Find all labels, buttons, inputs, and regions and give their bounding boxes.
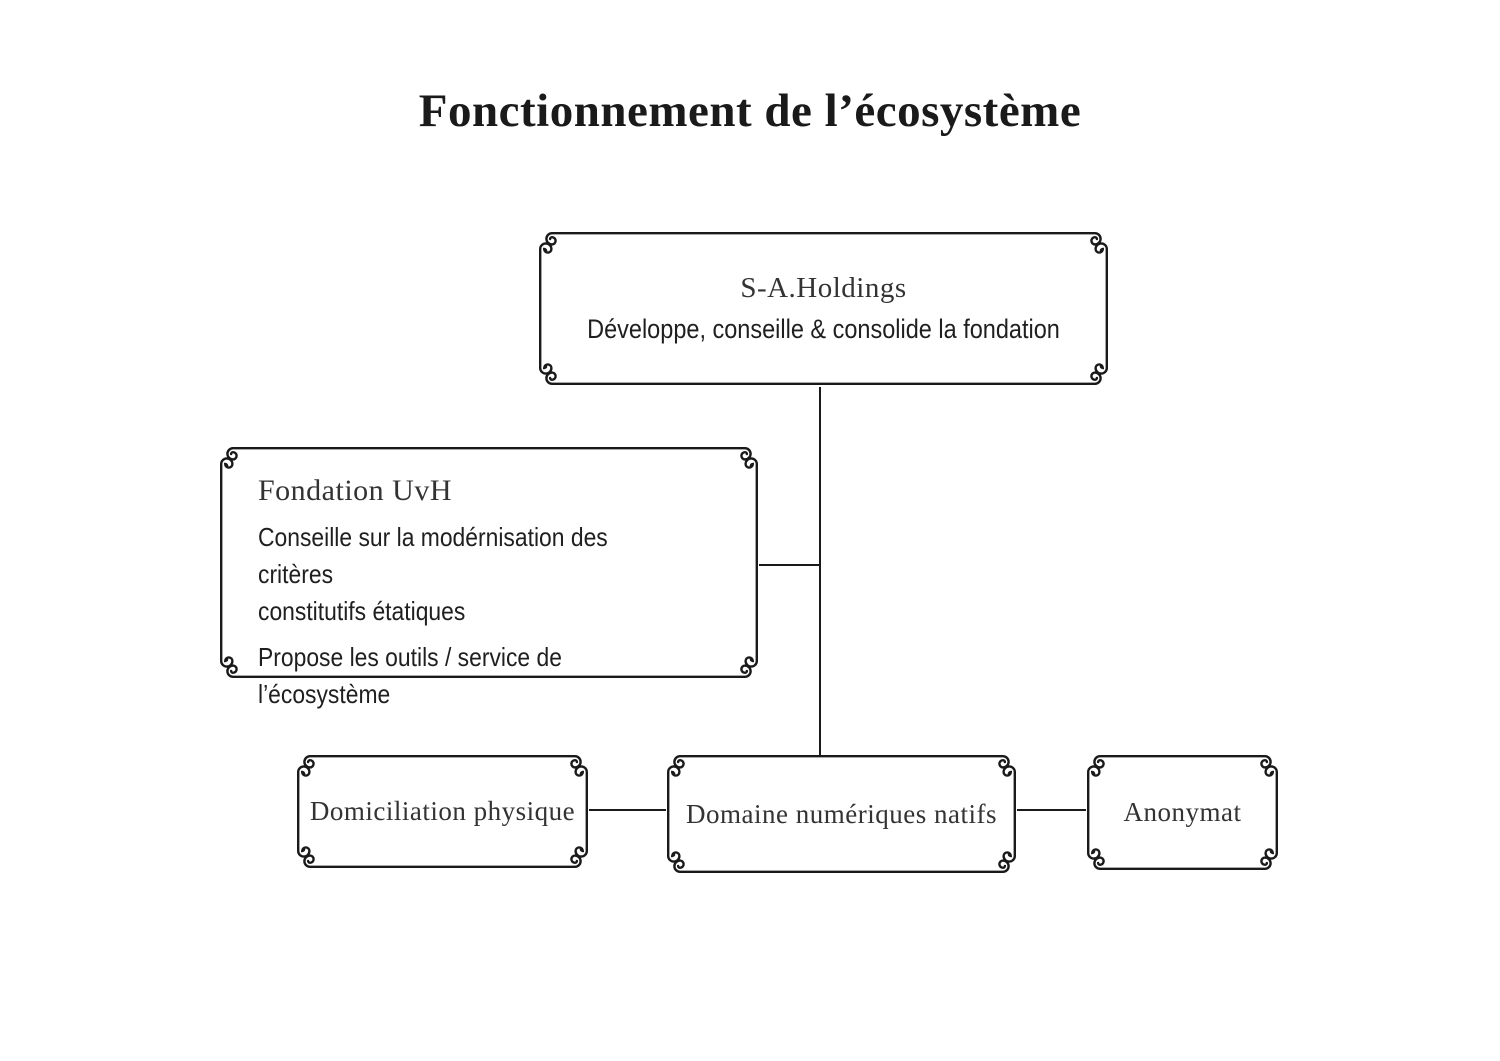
node-domiciliation-physique-label: Domiciliation physique (309, 796, 576, 826)
node-domiciliation-physique: Domiciliation physique (295, 753, 590, 870)
node-domaine-numeriques-natifs: Domaine numériques natifs (665, 753, 1018, 875)
node-anonymat-label: Anonymat (1123, 797, 1242, 827)
connector-holdings-domaine (819, 387, 821, 755)
node-fondation-uvh-body-1: Conseille sur la modérnisation des critè… (258, 522, 608, 626)
node-anonymat: Anonymat (1085, 753, 1280, 872)
node-fondation-uvh: Fondation UvH Conseille sur la modérnisa… (218, 445, 760, 709)
node-domaine-numeriques-natifs-label: Domaine numériques natifs (686, 798, 997, 829)
node-sa-holdings: S-A.Holdings Développe, conseille & cons… (537, 230, 1110, 387)
node-sa-holdings-subtitle: Développe, conseille & consolide la fond… (587, 314, 1060, 344)
node-fondation-uvh-title: Fondation UvH (258, 474, 452, 507)
node-sa-holdings-title: S-A.Holdings (740, 272, 907, 304)
connector-fondation-trunk (759, 564, 820, 566)
node-fondation-uvh-content: Fondation UvH Conseille sur la modérnisa… (218, 445, 760, 713)
page-title: Fonctionnement de l’écosystème (418, 85, 1082, 137)
connector-domaine-anonymat (1017, 809, 1086, 811)
node-fondation-uvh-body-2: Propose les outils / service de l’écosys… (258, 642, 562, 709)
scroll-border-decoration (539, 232, 1108, 385)
connector-domiciliation-domaine (589, 809, 666, 811)
